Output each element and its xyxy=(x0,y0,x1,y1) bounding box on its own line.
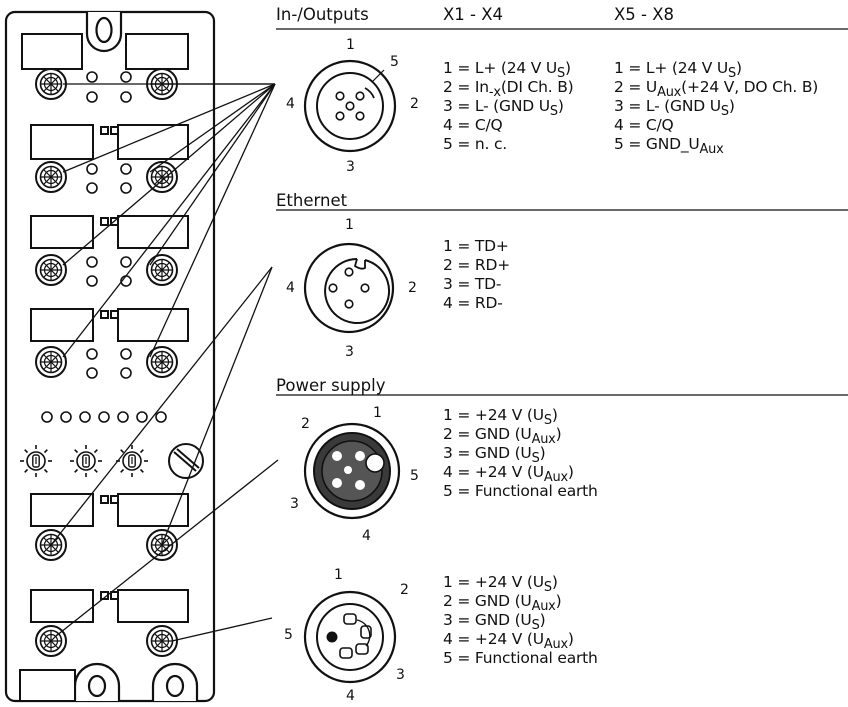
io-x1x4-pin-1: 1 = L+ (24 V US) xyxy=(443,59,571,82)
io-pin-number-2: 2 xyxy=(410,96,419,112)
ethernet-pin-list: 1 = TD+ 2 = RD+ 3 = TD- 4 = RD- xyxy=(443,237,510,313)
eth-pin-number-2: 2 xyxy=(408,280,417,296)
pwr-in-pin-number-2: 2 xyxy=(301,416,310,432)
pwr-in-pin-number-3: 3 xyxy=(290,496,299,512)
pwr-out-pin-number-2: 2 xyxy=(400,582,409,598)
io-x5x8-pin-2: 2 = UAux(+24 V, DO Ch. B) xyxy=(614,78,819,101)
header-in-outputs: In-/Outputs xyxy=(276,5,369,24)
io-connector-face xyxy=(303,59,397,153)
io-x1x4-pin-3: 3 = L- (GND US) xyxy=(443,97,564,120)
io-x1x4-pin-5: 5 = n. c. xyxy=(443,135,508,153)
pwr-in-pin-4: 4 = +24 V (UAux) xyxy=(443,463,574,486)
io-x5x8-pin-3: 3 = L- (GND US) xyxy=(614,97,735,120)
leader-lines xyxy=(50,83,279,642)
io-pin-number-4: 4 xyxy=(286,96,295,112)
pwr-in-pin-number-4: 4 xyxy=(362,528,371,544)
eth-pin-4: 4 = RD- xyxy=(443,294,503,312)
pwr-in-pin-1: 1 = +24 V (US) xyxy=(443,406,558,429)
io-x1x4-pin-list: 1 = L+ (24 V US) 2 = In-x(DI Ch. B) 3 = … xyxy=(443,59,574,154)
pwr-out-pin-number-4: 4 xyxy=(346,688,355,704)
io-x5x8-pin-1: 1 = L+ (24 V US) xyxy=(614,59,742,82)
eth-pin-number-4: 4 xyxy=(286,280,295,296)
eth-pin-2: 2 = RD+ xyxy=(443,256,510,274)
io-x1x4-pin-2: 2 = In-x(DI Ch. B) xyxy=(443,78,574,101)
pwr-out-pin-3: 3 = GND (US) xyxy=(443,611,546,634)
eth-pin-number-1: 1 xyxy=(345,217,354,233)
ethernet-connector-face xyxy=(303,242,395,334)
eth-pin-3: 3 = TD- xyxy=(443,275,502,293)
pwr-in-pin-number-1: 1 xyxy=(373,405,382,421)
header-ethernet: Ethernet xyxy=(276,191,348,210)
io-x5x8-pin-5: 5 = GND_UAux xyxy=(614,135,724,158)
pwr-out-pin-5: 5 = Functional earth xyxy=(443,649,598,667)
pwr-in-pin-3: 3 = GND (US) xyxy=(443,444,546,467)
pwr-out-pin-2: 2 = GND (UAux) xyxy=(443,592,562,615)
io-pin-number-3: 3 xyxy=(346,159,355,175)
power-out-connector-face xyxy=(303,590,397,684)
power-in-connector-face xyxy=(303,422,401,520)
pwr-out-pin-number-1: 1 xyxy=(334,567,343,583)
pwr-in-pin-2: 2 = GND (UAux) xyxy=(443,425,562,448)
eth-pin-1: 1 = TD+ xyxy=(443,237,509,255)
power-out-pin-list: 1 = +24 V (US) 2 = GND (UAux) 3 = GND (U… xyxy=(443,573,598,668)
header-power-supply: Power supply xyxy=(276,376,386,395)
pwr-in-pin-5: 5 = Functional earth xyxy=(443,482,598,500)
io-pin-number-1: 1 xyxy=(346,37,355,53)
pwr-out-pin-1: 1 = +24 V (US) xyxy=(443,573,558,596)
power-in-pin-list: 1 = +24 V (US) 2 = GND (UAux) 3 = GND (U… xyxy=(443,406,598,501)
io-pin-number-5: 5 xyxy=(390,54,399,70)
pwr-in-pin-number-5: 5 xyxy=(410,468,419,484)
pwr-out-pin-number-5: 5 xyxy=(284,627,293,643)
header-x5-x8: X5 - X8 xyxy=(614,5,675,24)
eth-pin-number-3: 3 xyxy=(345,344,354,360)
pwr-out-pin-4: 4 = +24 V (UAux) xyxy=(443,630,574,653)
io-x1x4-pin-4: 4 = C/Q xyxy=(443,116,503,134)
rotary-switches xyxy=(19,443,204,479)
pwr-out-pin-number-3: 3 xyxy=(396,667,405,683)
label-fields xyxy=(19,33,189,702)
header-x1-x4: X1 - X4 xyxy=(443,5,504,24)
status-leds xyxy=(41,71,167,423)
section-rules xyxy=(276,28,848,396)
io-x5x8-pin-4: 4 = C/Q xyxy=(614,116,674,134)
io-x5x8-pin-list: 1 = L+ (24 V US) 2 = UAux(+24 V, DO Ch. … xyxy=(614,59,819,158)
